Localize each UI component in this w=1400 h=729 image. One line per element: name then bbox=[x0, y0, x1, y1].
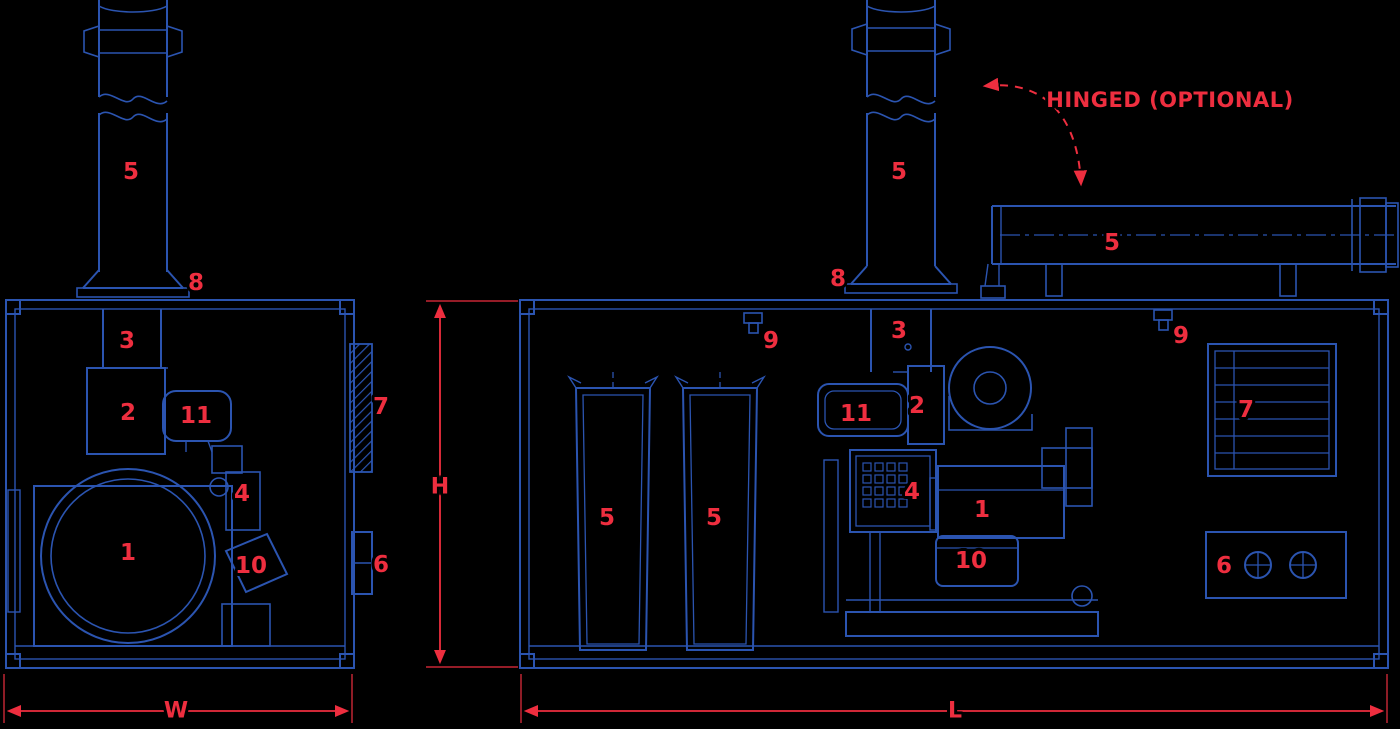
side-view-motor bbox=[935, 535, 1019, 587]
callout-side-engine: 1 bbox=[974, 497, 990, 523]
callout-side-roof-flange: 8 bbox=[830, 266, 846, 292]
callout-side-motor: 10 bbox=[955, 548, 987, 574]
callout-end-roof-flange: 8 bbox=[188, 270, 204, 296]
callout-side-inlet-pipe: 3 bbox=[891, 318, 907, 344]
side-view-skid bbox=[823, 459, 1099, 637]
dimension-height bbox=[426, 300, 518, 668]
dimension-length bbox=[520, 674, 1388, 723]
side-view-roof-fitting-right bbox=[1153, 309, 1173, 331]
end-view bbox=[5, 0, 373, 669]
end-view-exhaust-stack bbox=[83, 0, 183, 272]
end-view-blower bbox=[33, 468, 271, 647]
dimensions-and-annotations bbox=[3, 77, 1388, 723]
end-view-separator-box bbox=[86, 367, 166, 455]
callout-side-louver-vent: 7 bbox=[1238, 397, 1254, 423]
side-view-louver-vent bbox=[1207, 343, 1337, 477]
callout-end-discharge: 10 bbox=[235, 553, 267, 579]
hinged-optional-note: HINGED (OPTIONAL) bbox=[1046, 88, 1293, 112]
end-view-drain-fitting bbox=[351, 531, 373, 595]
dimension-width-label: W bbox=[164, 699, 188, 724]
side-view-exhaust-stack bbox=[851, 0, 951, 266]
end-view-roof-flange bbox=[76, 269, 190, 298]
callout-end-stack: 5 bbox=[123, 159, 139, 185]
side-view-roof-fitting-left bbox=[743, 312, 763, 334]
side-view-hinged-stack bbox=[980, 197, 1399, 299]
labels: 5 8 3 2 11 7 4 1 10 6 5 8 3 9 9 5 5 5 11… bbox=[116, 85, 1296, 727]
callout-side-filter-bag-left: 5 bbox=[599, 505, 615, 531]
side-view-enclosure bbox=[519, 299, 1389, 669]
side-view-connection-panel bbox=[1205, 531, 1347, 599]
dimension-length-label: L bbox=[948, 699, 962, 724]
side-view-blower-scroll bbox=[948, 346, 1033, 431]
callout-end-valve-assembly: 4 bbox=[234, 481, 250, 507]
callout-end-louver-vent: 7 bbox=[373, 394, 389, 420]
callout-end-silencer: 11 bbox=[180, 403, 212, 429]
end-view-louver-vent bbox=[349, 343, 373, 473]
side-view-control-panel bbox=[849, 449, 937, 533]
side-view-engine bbox=[929, 427, 1093, 539]
callout-side-roof-fitting-left: 9 bbox=[763, 328, 779, 354]
callout-side-hinged-stack: 5 bbox=[1104, 230, 1120, 256]
dimension-width bbox=[3, 674, 353, 723]
end-view-discharge bbox=[224, 532, 289, 594]
callout-end-drain-fitting: 6 bbox=[373, 552, 389, 578]
side-view-roof-flange bbox=[844, 265, 958, 294]
callout-side-filter-bag-right: 5 bbox=[706, 505, 722, 531]
callout-end-inlet-pipe: 3 bbox=[119, 328, 135, 354]
side-view bbox=[519, 0, 1399, 669]
callout-end-separator-box: 2 bbox=[120, 400, 136, 426]
callout-side-silencer: 11 bbox=[840, 401, 872, 427]
side-view-inlet-pipe bbox=[870, 309, 932, 372]
callout-end-blower: 1 bbox=[120, 540, 136, 566]
callout-side-control-panel: 4 bbox=[904, 479, 920, 505]
dimension-height-label: H bbox=[431, 475, 449, 500]
callout-side-connection-panel: 6 bbox=[1216, 553, 1232, 579]
callout-side-separator-box: 2 bbox=[909, 393, 925, 419]
side-view-filter-bag-left bbox=[567, 372, 659, 651]
side-view-filter-bag-right bbox=[674, 372, 766, 651]
callout-side-roof-fitting-right: 9 bbox=[1173, 323, 1189, 349]
side-view-separator-box bbox=[893, 365, 945, 445]
callout-side-stack: 5 bbox=[891, 159, 907, 185]
hinged-swing-arrow bbox=[982, 77, 1088, 187]
